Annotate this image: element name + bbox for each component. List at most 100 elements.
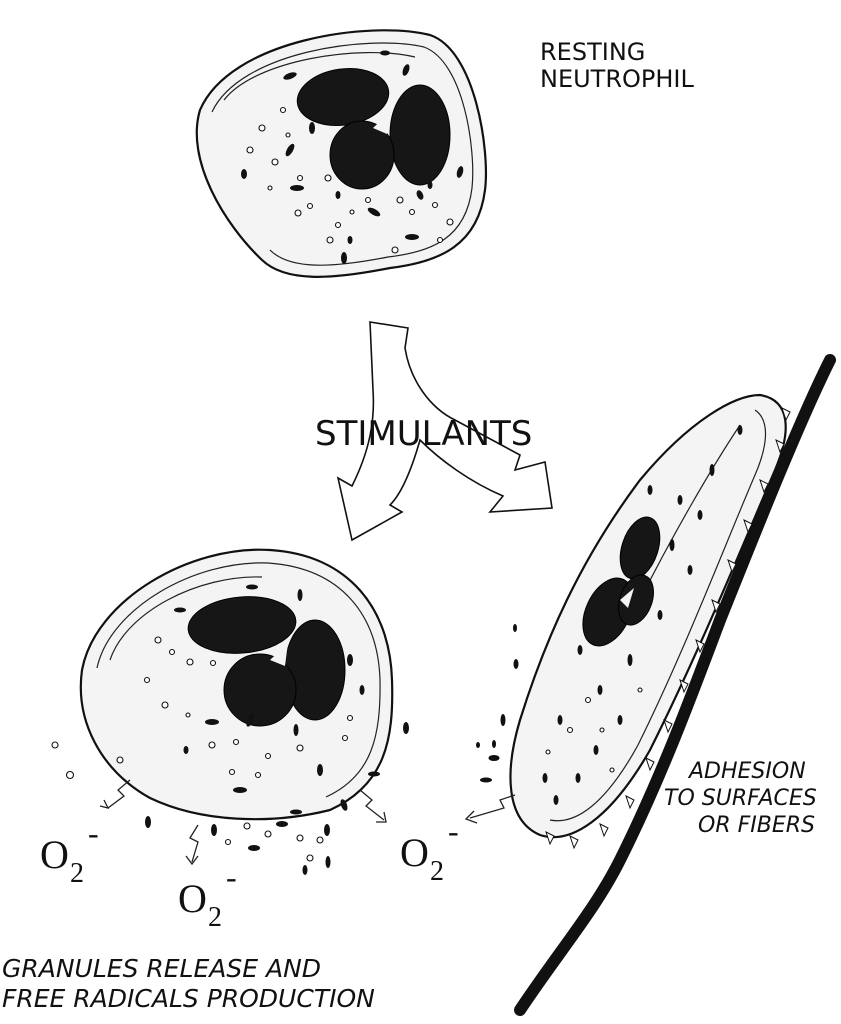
dark-granule [403, 722, 409, 734]
dark-granule [476, 742, 480, 748]
resting-neutrophil [197, 30, 486, 277]
open-granule [568, 728, 573, 733]
open-granule [272, 159, 278, 165]
zigzag-arrow [190, 825, 198, 862]
zigzag-arrow [360, 790, 384, 820]
granules-label-line1: GRANULES RELEASE AND [2, 954, 321, 983]
superoxide-superscript: - [226, 859, 237, 895]
adhesion-contact [646, 758, 654, 770]
dark-granule [554, 795, 559, 805]
dark-granule [513, 624, 517, 632]
open-granule [266, 754, 271, 759]
dark-granule [174, 608, 186, 613]
open-granule [247, 147, 253, 153]
dark-granule [501, 714, 506, 726]
open-granule [298, 176, 303, 181]
open-granule [244, 823, 250, 829]
dark-granule [710, 464, 715, 476]
dark-granule [594, 745, 599, 755]
open-granule [433, 203, 438, 208]
open-granule [308, 204, 313, 209]
dark-granule [241, 169, 247, 179]
open-granule [397, 197, 403, 203]
open-granule [265, 831, 271, 837]
dark-granule [184, 746, 189, 754]
stimulants-label: STIMULANTS [315, 414, 532, 454]
adherent-neutrophil [466, 360, 830, 1010]
open-granule [325, 175, 331, 181]
open-granule [546, 750, 550, 754]
dark-granule [678, 495, 683, 505]
superoxide-subscript: 2 [208, 902, 222, 933]
superoxide-superscript: - [448, 813, 459, 849]
dark-granule [211, 824, 217, 836]
adhesion-contact [664, 720, 672, 732]
adhesion-contact [626, 796, 634, 808]
dark-granule [347, 654, 353, 666]
open-granule [447, 219, 453, 225]
dark-granule [276, 821, 288, 827]
resting-label-line2: NEUTROPHIL [540, 65, 695, 93]
activated-neutrophil [52, 550, 409, 875]
dark-granule [578, 645, 583, 655]
open-granule [317, 837, 323, 843]
dark-granule [294, 724, 299, 736]
open-granule [392, 247, 398, 253]
open-granule [162, 702, 168, 708]
open-granule [610, 768, 614, 772]
open-granule [297, 835, 303, 841]
dark-granule [698, 510, 703, 520]
superoxide-base: O [178, 876, 207, 921]
dark-granule [618, 715, 623, 725]
dark-granule [145, 816, 151, 828]
zigzag-arrow [470, 795, 515, 818]
granules-label-line2: FREE RADICALS PRODUCTION [2, 984, 375, 1013]
nucleus-lobe [285, 620, 345, 720]
open-granule [256, 773, 261, 778]
open-granule [586, 698, 591, 703]
open-granule [297, 745, 303, 751]
superoxide-label-middle: O 2 - [178, 859, 237, 933]
open-granule [336, 223, 341, 228]
dark-granule [405, 234, 419, 240]
open-granule [281, 108, 286, 113]
open-granule [638, 688, 642, 692]
dark-granule [246, 585, 258, 590]
zigzag-arrowhead [100, 800, 108, 808]
dark-granule [514, 659, 519, 669]
dark-granule [688, 565, 693, 575]
open-granule [226, 840, 231, 845]
dark-granule [290, 810, 302, 815]
resting-label-line1: RESTING [540, 38, 645, 66]
superoxide-subscript: 2 [70, 858, 84, 889]
dark-granule [576, 773, 581, 783]
adhesion-label-line3: OR FIBERS [698, 813, 815, 838]
dark-granule [489, 756, 499, 761]
adhesion-contact [600, 824, 608, 836]
dark-granule [324, 824, 330, 836]
dark-granule [480, 778, 492, 783]
dark-granule [205, 719, 219, 725]
open-granule [268, 186, 272, 190]
open-granule [186, 713, 190, 717]
open-granule [234, 740, 239, 745]
open-granule [52, 742, 58, 748]
open-granule [327, 237, 333, 243]
dark-granule [360, 685, 365, 695]
zigzag-arrow [108, 780, 130, 808]
superoxide-subscript: 2 [430, 856, 444, 887]
dark-granule [368, 772, 380, 777]
open-granule [211, 661, 216, 666]
dark-granule [233, 787, 247, 793]
open-granule [600, 728, 604, 732]
dark-granule [492, 740, 496, 748]
adhesion-label-line2: TO SURFACES [664, 786, 817, 811]
open-granule [155, 637, 161, 643]
superoxide-label-left: O 2 - [40, 815, 99, 889]
dark-granule [648, 485, 653, 495]
open-granule [230, 770, 235, 775]
dark-granule [341, 252, 347, 264]
dark-granule [326, 856, 331, 868]
dark-granule [598, 685, 603, 695]
